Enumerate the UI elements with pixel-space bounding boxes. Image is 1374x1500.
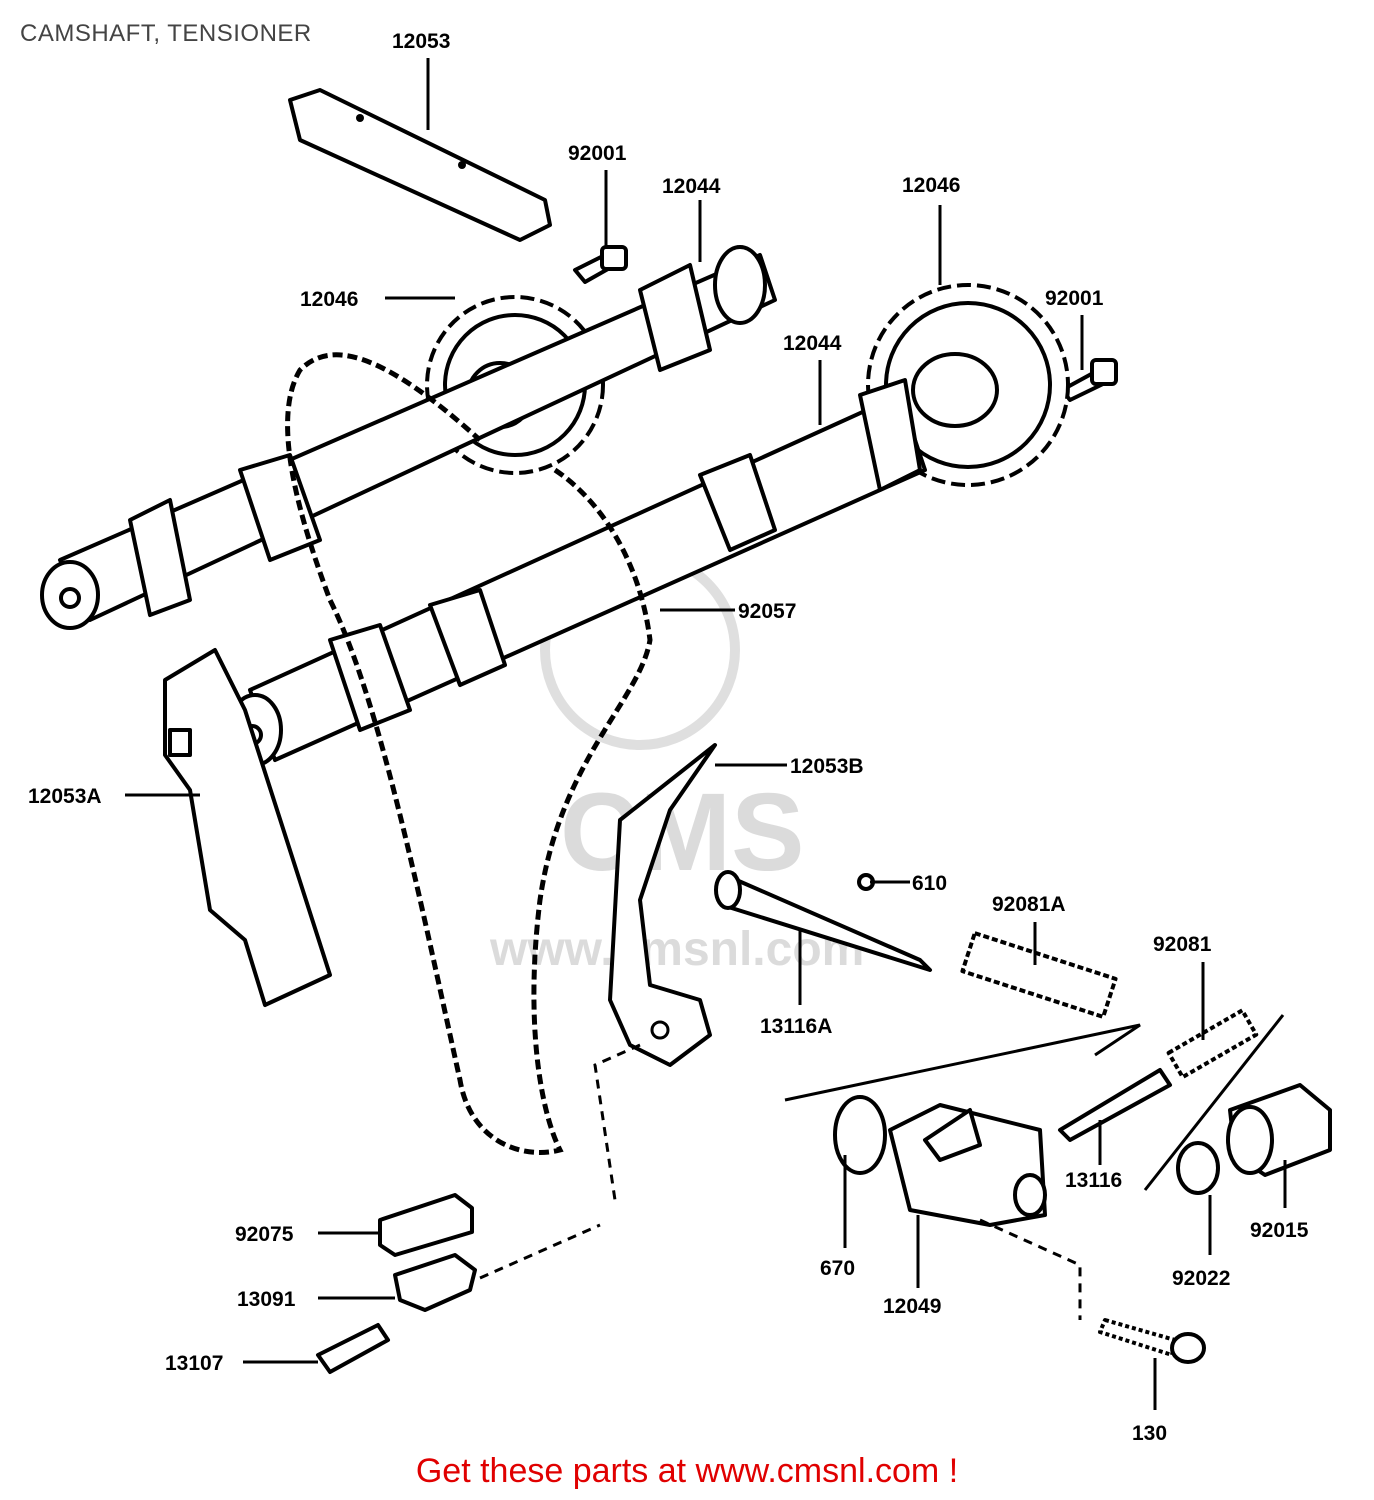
callout-12053: 12053 xyxy=(392,30,450,53)
callout-670: 670 xyxy=(820,1257,855,1280)
callout-92001: 92001 xyxy=(1045,287,1104,310)
callout-92022: 92022 xyxy=(1172,1267,1230,1290)
callout-12049: 12049 xyxy=(883,1295,941,1318)
spring-92081 xyxy=(1166,1008,1259,1080)
washer-92022 xyxy=(1176,1141,1220,1195)
callout-92081: 92081 xyxy=(1153,933,1212,956)
pushrod-13116a xyxy=(714,870,932,972)
callout-610: 610 xyxy=(912,872,947,895)
callout-92075: 92075 xyxy=(235,1223,294,1246)
callout-12044: 12044 xyxy=(783,332,842,355)
leader-lines xyxy=(125,58,1287,1410)
pivot-hole xyxy=(650,1020,670,1040)
pin-13107 xyxy=(316,1323,390,1374)
callout-92001: 92001 xyxy=(568,142,627,165)
bolt-92001-right xyxy=(1060,358,1118,402)
cam-chain-92057 xyxy=(285,352,653,1155)
tensioner-guide-12053b xyxy=(608,743,717,1067)
guide-hole xyxy=(356,114,364,122)
block-92075 xyxy=(378,1193,474,1257)
callout-13107: 13107 xyxy=(165,1352,223,1375)
diagram-title: CAMSHAFT, TENSIONER xyxy=(20,20,312,47)
bolt-130 xyxy=(1098,1318,1206,1364)
callout-13116a: 13116A xyxy=(760,1015,832,1038)
holder-13091 xyxy=(393,1253,477,1312)
callout-12046: 12046 xyxy=(300,288,358,311)
guide-tab xyxy=(168,728,192,757)
chain-guide-12053a xyxy=(163,648,332,1007)
callout-13091: 13091 xyxy=(237,1288,296,1311)
footer-link[interactable]: Get these parts at www.cmsnl.com ! xyxy=(415,1452,959,1490)
callout-92015: 92015 xyxy=(1250,1219,1309,1242)
plunger-13116 xyxy=(1058,1068,1172,1142)
callout-12044: 12044 xyxy=(662,175,721,198)
sprocket-right xyxy=(866,283,1070,487)
callout-13116: 13116 xyxy=(1065,1169,1122,1192)
cap-92015 xyxy=(1226,1083,1332,1177)
bolt-92001-left xyxy=(573,245,628,284)
tensioner-body-12049 xyxy=(833,1095,1047,1227)
callout-12053b: 12053B xyxy=(790,755,864,778)
callout-12053a: 12053A xyxy=(28,785,102,808)
camshaft-upper xyxy=(40,245,777,630)
callout-92081a: 92081A xyxy=(992,893,1066,916)
guide-hole xyxy=(458,161,466,169)
callout-130: 130 xyxy=(1132,1422,1167,1445)
callout-12046: 12046 xyxy=(902,174,960,197)
spring-92081a xyxy=(960,931,1118,1019)
callout-labels: 12053 92001 12044 12046 12046 92001 1204… xyxy=(28,30,1309,1445)
callout-92057: 92057 xyxy=(738,600,796,623)
chain-guide-top xyxy=(288,88,552,242)
